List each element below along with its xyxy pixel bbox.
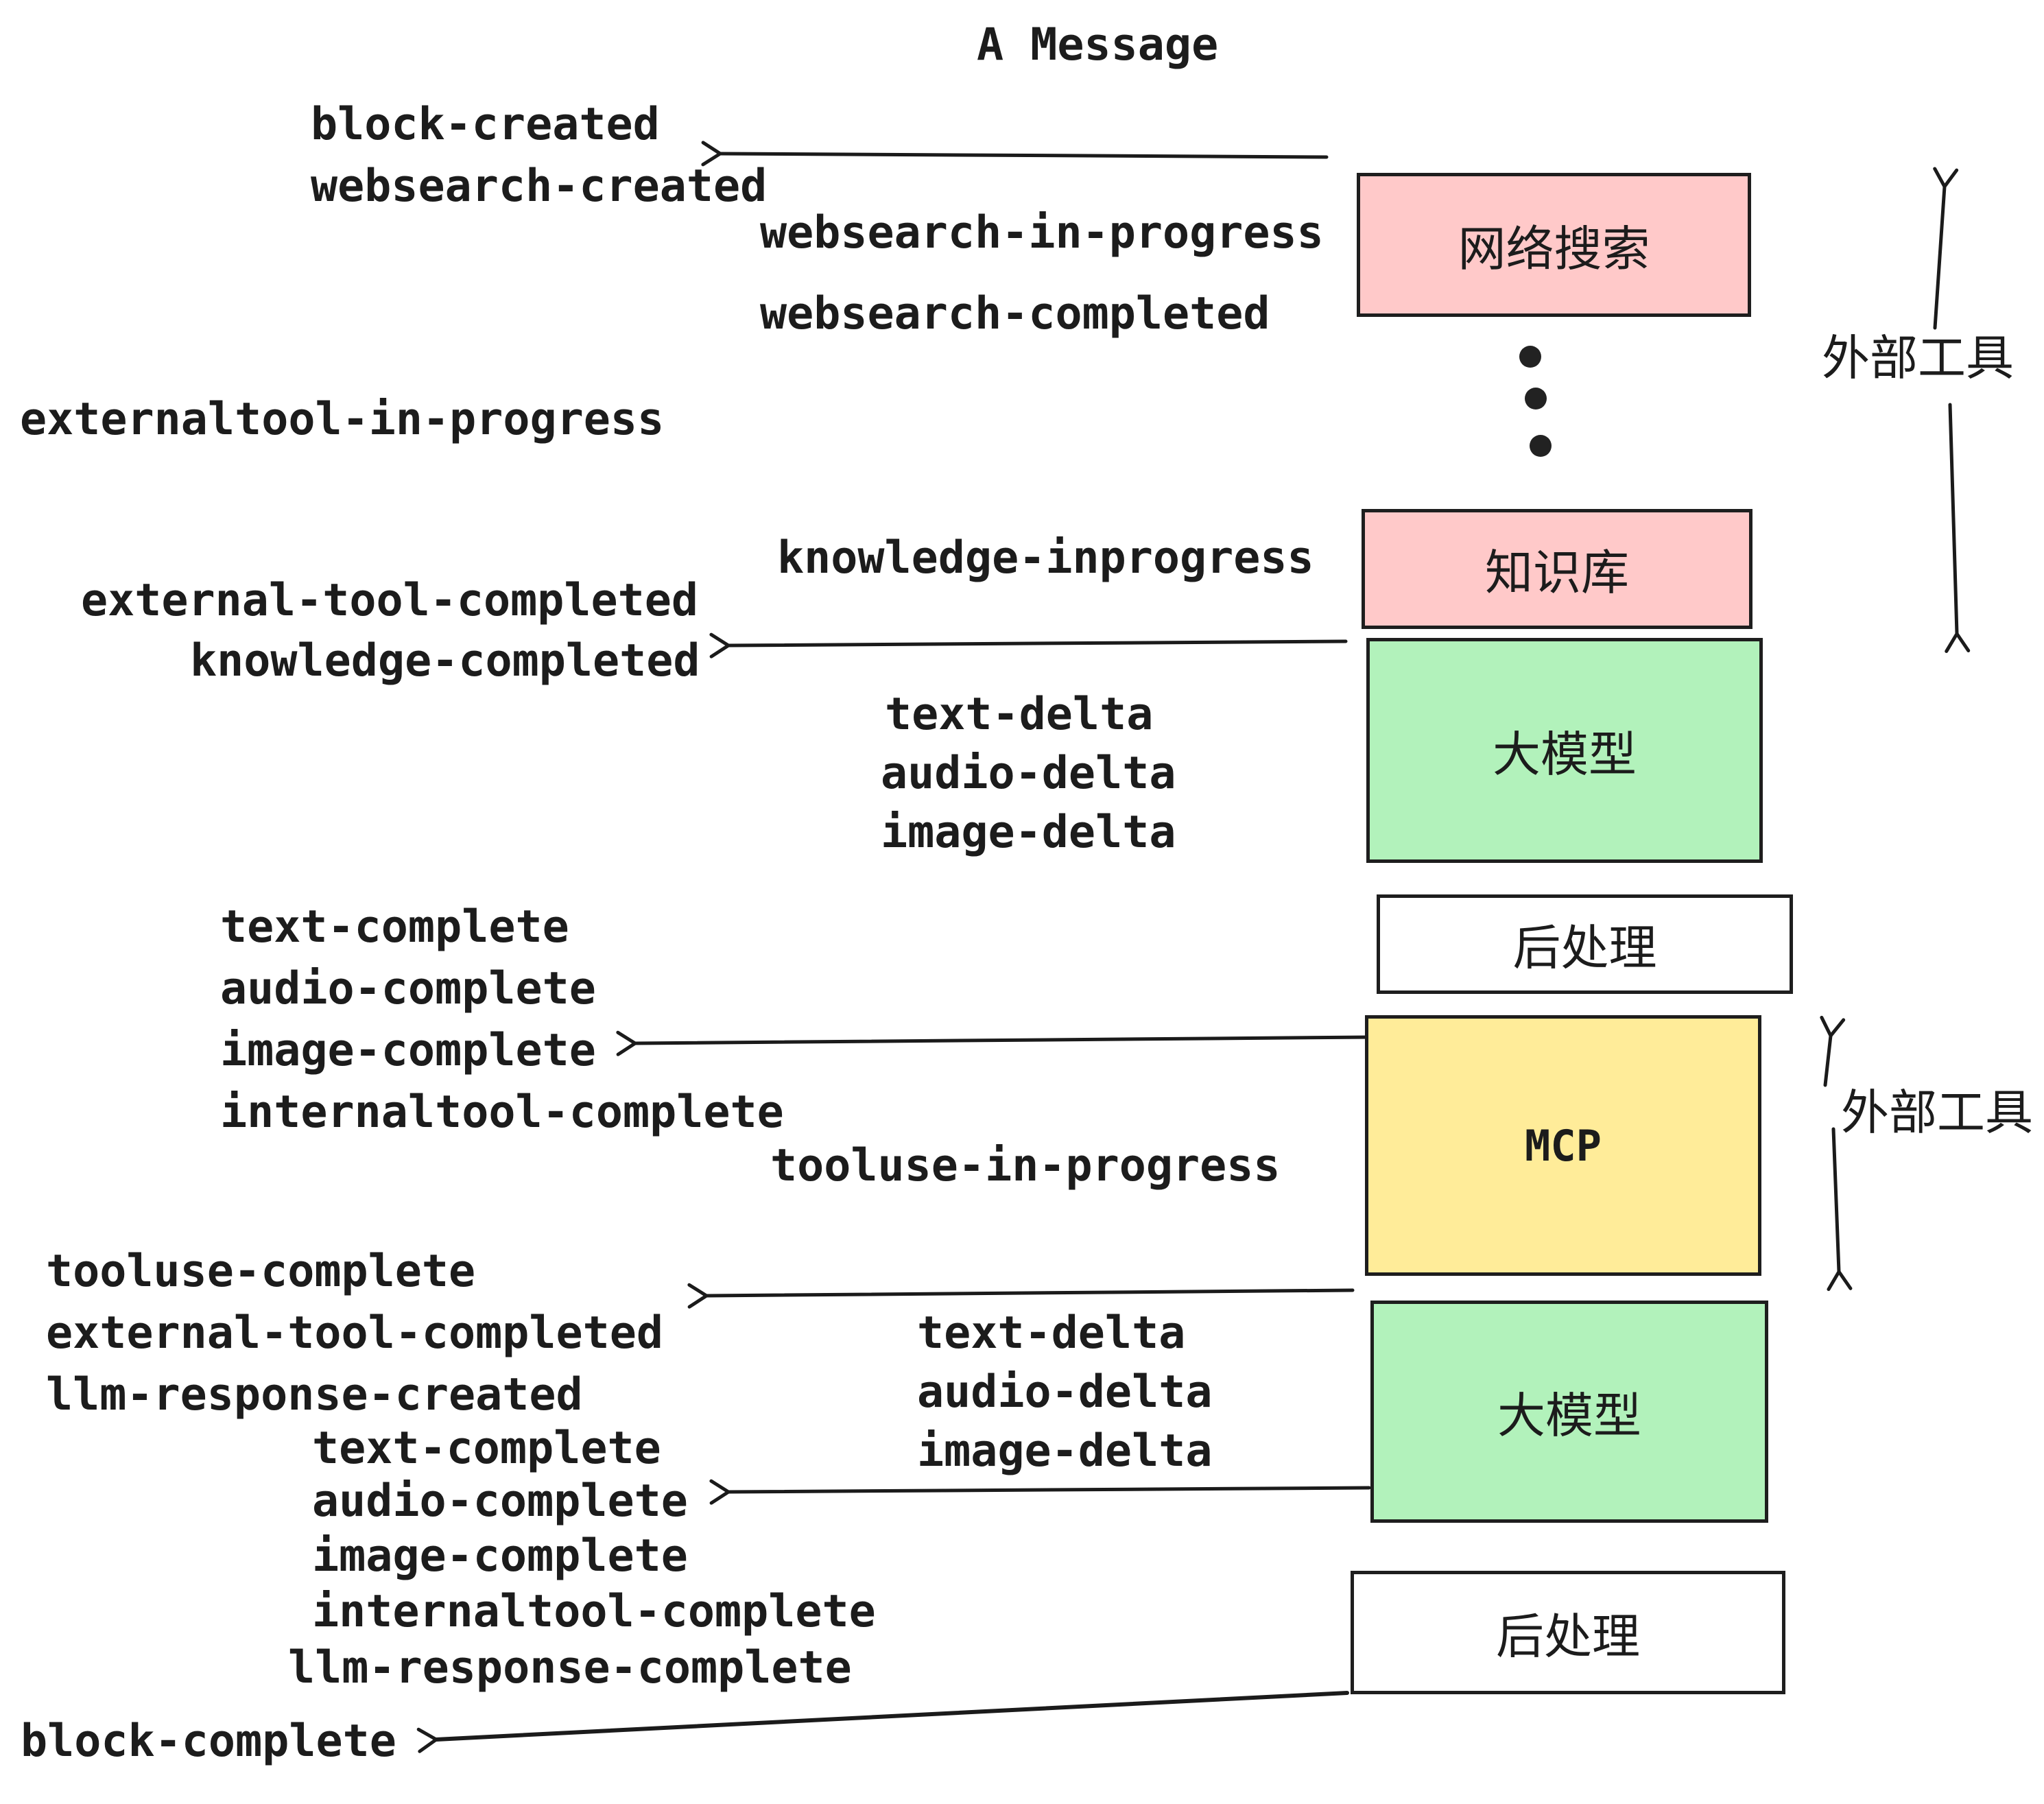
box-websearch: 网络搜索: [1357, 173, 1751, 317]
diagram-title: A Message: [977, 19, 1219, 71]
event-label-audio-delta-1: audio-delta: [881, 748, 1176, 799]
box-llm-bottom-label: 大模型: [1497, 1387, 1641, 1444]
event-label-audio-delta-2: audio-delta: [917, 1366, 1213, 1418]
box-post-processing-bottom-label: 后处理: [1496, 1608, 1640, 1665]
event-label-externaltool-in-progress: externaltool-in-progress: [20, 394, 665, 445]
box-mcp: MCP: [1365, 1015, 1761, 1276]
event-label-tooluse-in-progress: tooluse-in-progress: [770, 1140, 1281, 1191]
event-label-block-complete: block-complete: [21, 1716, 396, 1767]
event-label-image-delta-2: image-delta: [917, 1425, 1213, 1477]
external-tools-bottom-up-arrow: [1820, 1015, 1846, 1087]
event-label-llm-response-complete: llm-response-complete: [288, 1642, 852, 1694]
event-label-external-tool-completed-1: external-tool-completed: [81, 575, 699, 626]
event-label-text-delta-2: text-delta: [917, 1307, 1186, 1359]
event-label-external-tool-completed-2: external-tool-completed: [46, 1307, 664, 1359]
box-websearch-label: 网络搜索: [1458, 220, 1650, 277]
event-label-block-created: block-created: [311, 99, 660, 150]
box-post-processing-bottom: 后处理: [1351, 1571, 1785, 1694]
arrow-to-knowledge-completed: [709, 632, 1348, 658]
event-label-websearch-created: websearch-created: [311, 161, 768, 212]
box-llm-top-label: 大模型: [1493, 726, 1637, 783]
event-label-internaltool-complete-2: internaltool-complete: [312, 1586, 876, 1637]
event-label-image-complete-1: image-complete: [220, 1025, 596, 1076]
side-label-external-tools-top: 外部工具: [1822, 330, 2014, 386]
event-label-audio-complete-2: audio-complete: [312, 1475, 688, 1527]
arrow-to-image-complete: [616, 1030, 1374, 1056]
arrow-to-audio-complete: [709, 1479, 1371, 1505]
event-label-knowledge-completed: knowledge-completed: [190, 635, 700, 687]
box-post-processing-top: 后处理: [1377, 894, 1793, 994]
event-label-knowledge-inprogress: knowledge-inprogress: [777, 532, 1314, 584]
external-tools-bottom-down-arrow: [1827, 1127, 1853, 1292]
box-post-processing-top-label: 后处理: [1512, 920, 1657, 976]
external-tools-top-up-arrow: [1933, 167, 1959, 330]
external-tools-top-down-arrow: [1945, 403, 1971, 653]
event-label-image-complete-2: image-complete: [312, 1530, 688, 1582]
box-knowledge: 知识库: [1362, 509, 1752, 629]
box-knowledge-label: 知识库: [1485, 545, 1629, 601]
arrow-to-tooluse-complete: [687, 1283, 1355, 1309]
event-label-text-complete-2: text-complete: [312, 1423, 661, 1474]
event-label-text-complete-1: text-complete: [220, 901, 569, 953]
event-label-text-delta-1: text-delta: [885, 689, 1154, 740]
event-label-websearch-completed: websearch-completed: [760, 288, 1270, 340]
arrow-to-block-complete: [416, 1691, 1349, 1753]
event-label-tooluse-complete: tooluse-complete: [46, 1246, 476, 1297]
event-label-llm-response-created: llm-response-created: [46, 1369, 583, 1421]
vertical-ellipsis-icon: [1519, 346, 1552, 457]
box-llm-bottom: 大模型: [1370, 1301, 1768, 1523]
arrow-to-websearch-created: [701, 141, 1329, 167]
side-label-external-tools-bottom: 外部工具: [1841, 1084, 2033, 1141]
box-llm-top: 大模型: [1366, 638, 1763, 863]
event-label-internaltool-complete-1: internaltool-complete: [220, 1087, 784, 1138]
event-label-image-delta-1: image-delta: [881, 807, 1176, 858]
event-label-websearch-in-progress: websearch-in-progress: [760, 207, 1324, 259]
event-label-audio-complete-1: audio-complete: [220, 963, 596, 1014]
box-mcp-label: MCP: [1525, 1120, 1602, 1171]
